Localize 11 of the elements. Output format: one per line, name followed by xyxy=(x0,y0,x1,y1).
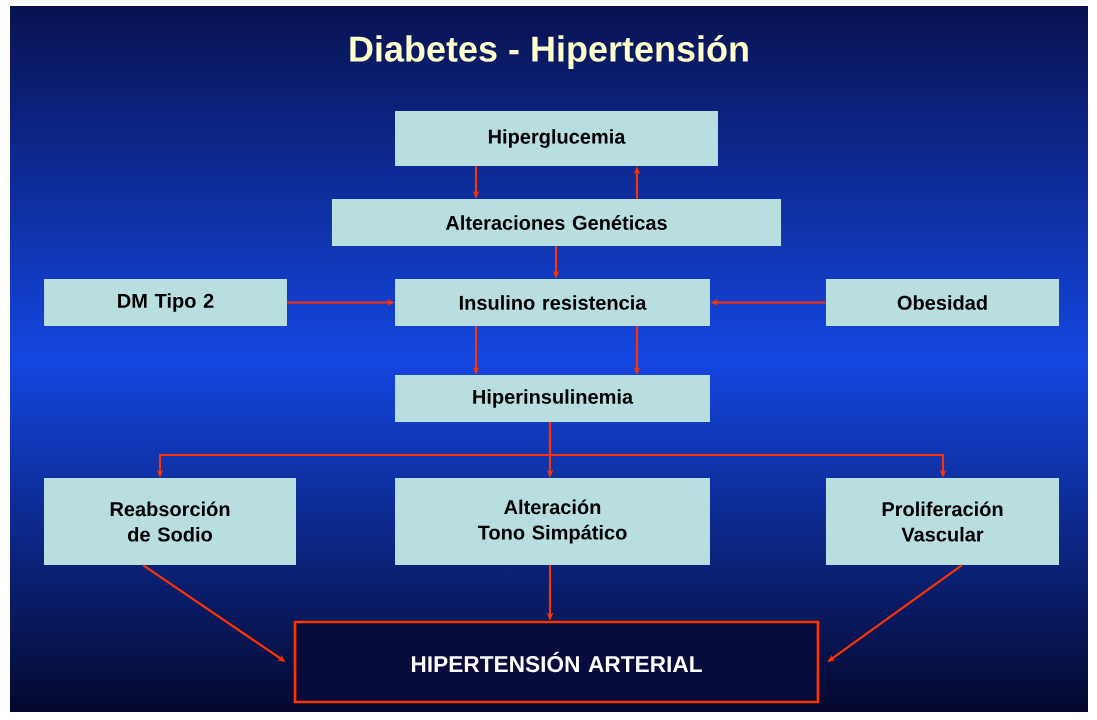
process-box: DM Tipo 2 xyxy=(44,279,287,326)
process-box: Alteración Tono Simpático xyxy=(395,478,710,565)
process-box: Hiperinsulinemia xyxy=(395,375,710,422)
outcome-box: HIPERTENSIÓN ARTERIAL xyxy=(293,620,820,704)
process-box: Proliferación Vascular xyxy=(825,478,1060,565)
process-box: Insulino resistencia xyxy=(395,279,710,326)
process-box: Hiperglucemia xyxy=(395,111,718,166)
process-box: Reabsorción de Sodio xyxy=(44,478,296,565)
process-box: Obesidad xyxy=(825,279,1060,326)
title: Diabetes - Hipertensión xyxy=(350,35,748,69)
process-box: Alteraciones Genéticas xyxy=(331,199,782,246)
